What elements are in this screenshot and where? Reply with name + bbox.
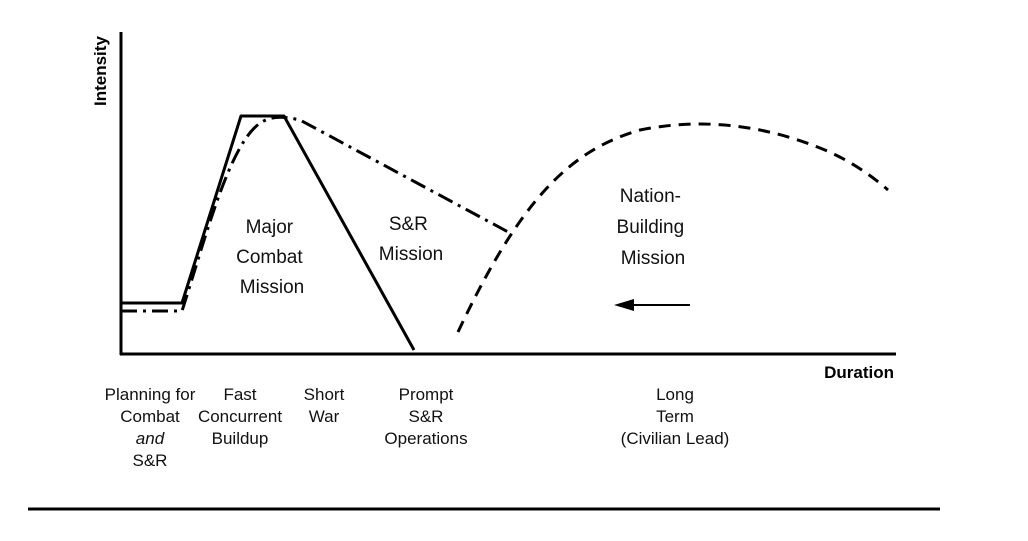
- phase-short-war: Short War: [303, 385, 345, 426]
- y-axis-label: Intensity: [91, 36, 110, 106]
- nation-building-label: Nation- Building Mission: [617, 186, 690, 269]
- sr-mission-curve: [121, 115, 511, 313]
- nation-building-curve: [456, 122, 889, 333]
- phase-planning: Planning for Combat and S&R: [104, 385, 196, 470]
- sr-mission-label: S&R Mission: [379, 214, 443, 265]
- x-axis-label: Duration: [824, 363, 894, 382]
- phase-buildup: Fast Concurrent Buildup: [197, 385, 283, 448]
- phase-long-term: Long Term (Civilian Lead): [620, 385, 730, 448]
- major-combat-curve: [121, 114, 416, 351]
- leftward-arrow-head: [614, 299, 634, 311]
- major-combat-label: Major Combat Mission: [236, 217, 308, 298]
- phase-prompt-sr: Prompt S&R Operations: [384, 385, 468, 448]
